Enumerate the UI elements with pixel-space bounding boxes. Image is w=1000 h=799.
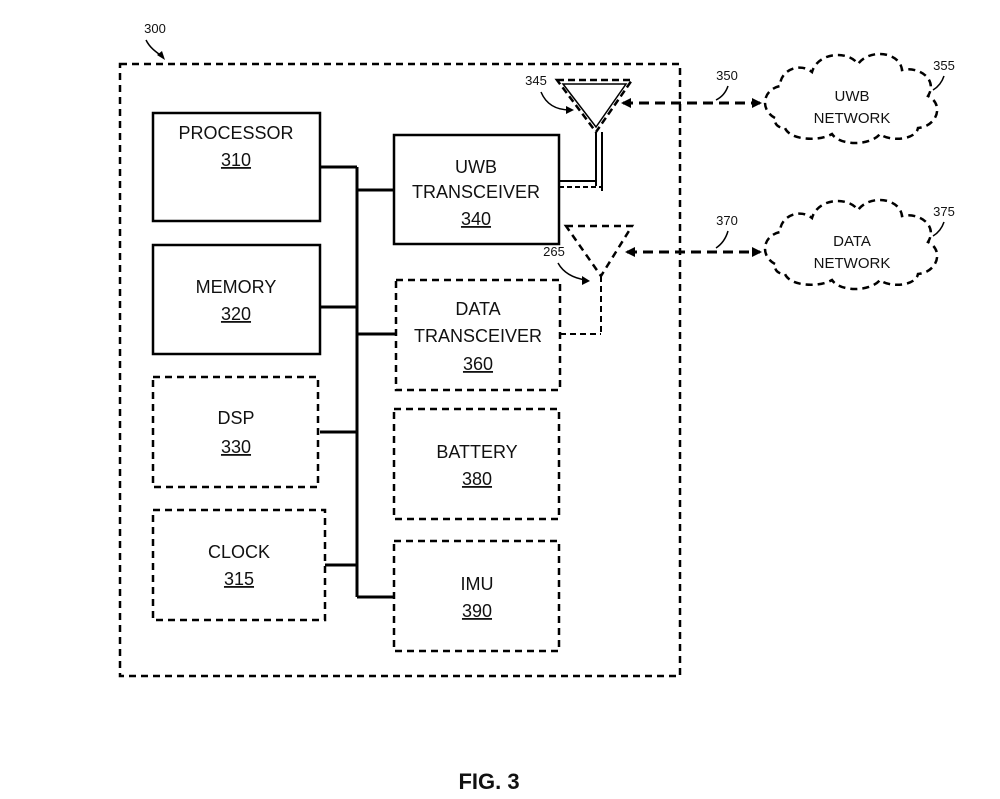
uwb-link-leader bbox=[715, 85, 729, 101]
battery-label: BATTERY bbox=[436, 442, 517, 462]
figure-caption: FIG. 3 bbox=[458, 769, 519, 794]
uwb-network-ref: 355 bbox=[933, 58, 955, 73]
uwb-transceiver-block: UWB TRANSCEIVER 340 bbox=[392, 133, 561, 246]
uwb-antenna-ref: 345 bbox=[525, 73, 547, 88]
data-antenna-leader-arrowhead bbox=[582, 276, 590, 285]
clock-ref: 315 bbox=[224, 569, 254, 589]
data-network-label-line2: NETWORK bbox=[814, 255, 891, 272]
battery-ref: 380 bbox=[462, 469, 492, 489]
uwb-network-cloud: UWB NETWORK bbox=[763, 52, 939, 145]
data-network-cloud: DATA NETWORK bbox=[763, 198, 939, 291]
data-network-ref: 375 bbox=[933, 204, 955, 219]
imu-label: IMU bbox=[461, 574, 494, 594]
uwb-transceiver-label-line1: UWB bbox=[455, 157, 497, 177]
imu-block: IMU 390 bbox=[392, 539, 561, 653]
data-transceiver-ref: 360 bbox=[463, 354, 493, 374]
data-antenna bbox=[560, 224, 635, 335]
data-link-ref: 370 bbox=[716, 213, 738, 228]
data-transceiver-block: DATA TRANSCEIVER 360 bbox=[394, 278, 562, 392]
data-transceiver-label-line2: TRANSCEIVER bbox=[414, 326, 542, 346]
data-network-leader bbox=[932, 221, 945, 237]
uwb-network-leader bbox=[932, 75, 945, 91]
data-network-label-line1: DATA bbox=[833, 233, 871, 250]
uwb-network-label-line2: NETWORK bbox=[814, 110, 891, 127]
dsp-block: DSP 330 bbox=[151, 375, 320, 489]
processor-ref: 310 bbox=[221, 150, 251, 170]
uwb-network-label-line1: UWB bbox=[835, 88, 870, 105]
clock-label: CLOCK bbox=[208, 542, 270, 562]
processor-label: PROCESSOR bbox=[178, 123, 293, 143]
data-antenna-ref: 265 bbox=[543, 244, 565, 259]
processor-block: PROCESSOR 310 bbox=[151, 111, 322, 223]
uwb-antenna-leader-arrowhead bbox=[566, 106, 574, 114]
memory-block: MEMORY 320 bbox=[151, 243, 322, 356]
uwb-link-ref: 350 bbox=[716, 68, 738, 83]
uwb-antenna bbox=[554, 78, 635, 191]
memory-ref: 320 bbox=[221, 304, 251, 324]
internal-bus bbox=[320, 165, 396, 599]
device-ref-arrowhead bbox=[157, 51, 165, 60]
data-transceiver-label-line1: DATA bbox=[455, 299, 500, 319]
data-link-leader bbox=[715, 230, 729, 249]
dsp-ref: 330 bbox=[221, 437, 251, 457]
uwb-transceiver-ref: 340 bbox=[461, 209, 491, 229]
dsp-label: DSP bbox=[217, 408, 254, 428]
uwb-transceiver-label-line2: TRANSCEIVER bbox=[412, 182, 540, 202]
memory-label: MEMORY bbox=[196, 277, 277, 297]
imu-ref: 390 bbox=[462, 601, 492, 621]
clock-block: CLOCK 315 bbox=[151, 508, 327, 622]
battery-block: BATTERY 380 bbox=[392, 407, 561, 521]
device-ref-label: 300 bbox=[144, 21, 166, 36]
